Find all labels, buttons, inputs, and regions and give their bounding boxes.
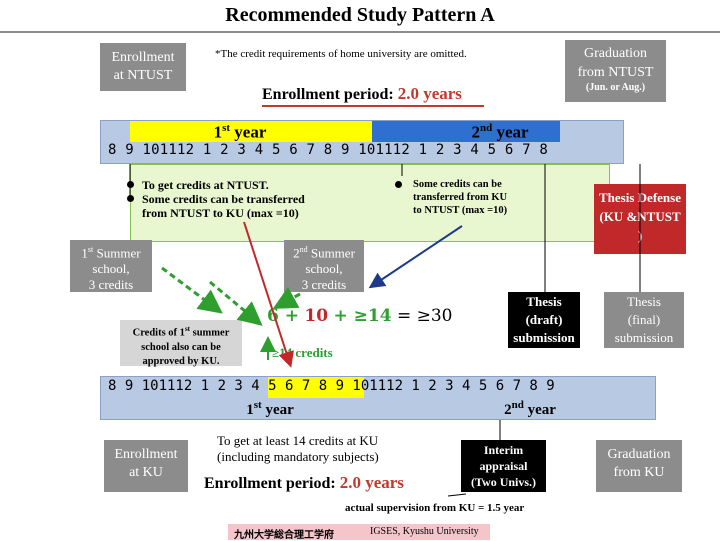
top-months: 8 9 101112 1 2 3 4 5 6 7 8 9 101112 1 2 … bbox=[108, 142, 549, 158]
title-underline bbox=[0, 31, 720, 33]
supervision-arrow bbox=[447, 493, 467, 497]
graduation-ntust-line1: Graduation bbox=[584, 46, 647, 61]
top-year1-highlight bbox=[130, 121, 372, 142]
enrollment-period-top: Enrollment period: 2.0 years bbox=[262, 84, 462, 104]
enrollment-ku-box: Enrollment at KU bbox=[104, 440, 188, 492]
period-top-underline bbox=[262, 105, 484, 107]
bottom-year2-label: 2nd year bbox=[504, 399, 556, 418]
enrollment-ntust-line1: Enrollment bbox=[111, 50, 175, 65]
ntust-bullets: To get credits at NTUST. Some credits ca… bbox=[127, 178, 305, 220]
top-year2-label: 2nd year bbox=[471, 122, 529, 142]
summer-school-1-box: 1st Summer school, 3 credits bbox=[70, 240, 152, 292]
enrollment-ntust-line2: at NTUST bbox=[113, 68, 173, 83]
footer-left: 九州大学総合理工学府 bbox=[234, 530, 334, 541]
summer1-credit-arrow bbox=[209, 280, 263, 326]
summer-school-2-box: 2nd Summer school, 3 credits bbox=[284, 240, 364, 292]
summer2-arrow bbox=[272, 286, 301, 309]
summer1-arrow bbox=[161, 266, 223, 314]
bottom-year1-label: 1st year bbox=[246, 399, 294, 418]
interim-appraisal-box: Interim appraisal (Two Univs.) bbox=[461, 440, 546, 492]
supervision-note: actual supervision from KU = 1.5 year bbox=[345, 502, 525, 514]
ku-transfer-bullet: Some credits can be transferred from KU … bbox=[413, 179, 508, 216]
credit-formula: 6 + 10 + ≥14 = ≥30 bbox=[267, 306, 453, 326]
transfer-arrow-to-ku bbox=[243, 221, 294, 368]
top-year1-label: 1st year bbox=[213, 122, 267, 142]
thesis-draft-box: Thesis (draft) submission bbox=[508, 292, 580, 348]
ku-goal: To get at least 14 credits at KU (includ… bbox=[217, 433, 379, 464]
graduation-ku-box: Graduation from KU bbox=[596, 440, 682, 492]
ntust-activity-area bbox=[130, 164, 610, 242]
enrollment-period-top-value: 2.0 years bbox=[397, 84, 462, 103]
bullet-item: from NTUST to KU (max =10) bbox=[142, 206, 299, 220]
enrollment-ntust-box: Enrollment at NTUST bbox=[100, 43, 186, 91]
transfer-arrow-to-ntust bbox=[368, 225, 463, 289]
graduation-ntust-box: Graduation from NTUST (Jun. or Aug.) bbox=[565, 40, 666, 102]
bullet-item: Some credits can be transferred bbox=[127, 192, 305, 206]
thesis-final-box: Thesis (final) submission bbox=[604, 292, 684, 348]
graduation-ntust-line2: from NTUST bbox=[577, 65, 654, 80]
summer-approval-note: Credits of 1st summer school also can be… bbox=[120, 320, 242, 367]
bottom-months: 8 9 101112 1 2 3 4 5 6 7 8 9 101112 1 2 … bbox=[108, 378, 555, 394]
enrollment-period-top-label: Enrollment period: bbox=[262, 86, 394, 103]
ku-transfer-bullet-dot bbox=[395, 181, 402, 188]
bottom-highlight bbox=[268, 377, 364, 398]
bottom-timeline-band bbox=[100, 376, 656, 420]
page-title: Recommended Study Pattern A bbox=[225, 4, 495, 26]
graduation-ntust-line3: (Jun. or Aug.) bbox=[585, 82, 646, 93]
footer-bar bbox=[228, 524, 490, 540]
footer-right: IGSES, Kyushu University bbox=[370, 526, 479, 537]
credit-note: *The credit requirements of home univers… bbox=[215, 48, 467, 60]
top-year2-highlight bbox=[372, 121, 560, 142]
enrollment-period-bottom: Enrollment period: 2.0 years bbox=[204, 473, 404, 492]
